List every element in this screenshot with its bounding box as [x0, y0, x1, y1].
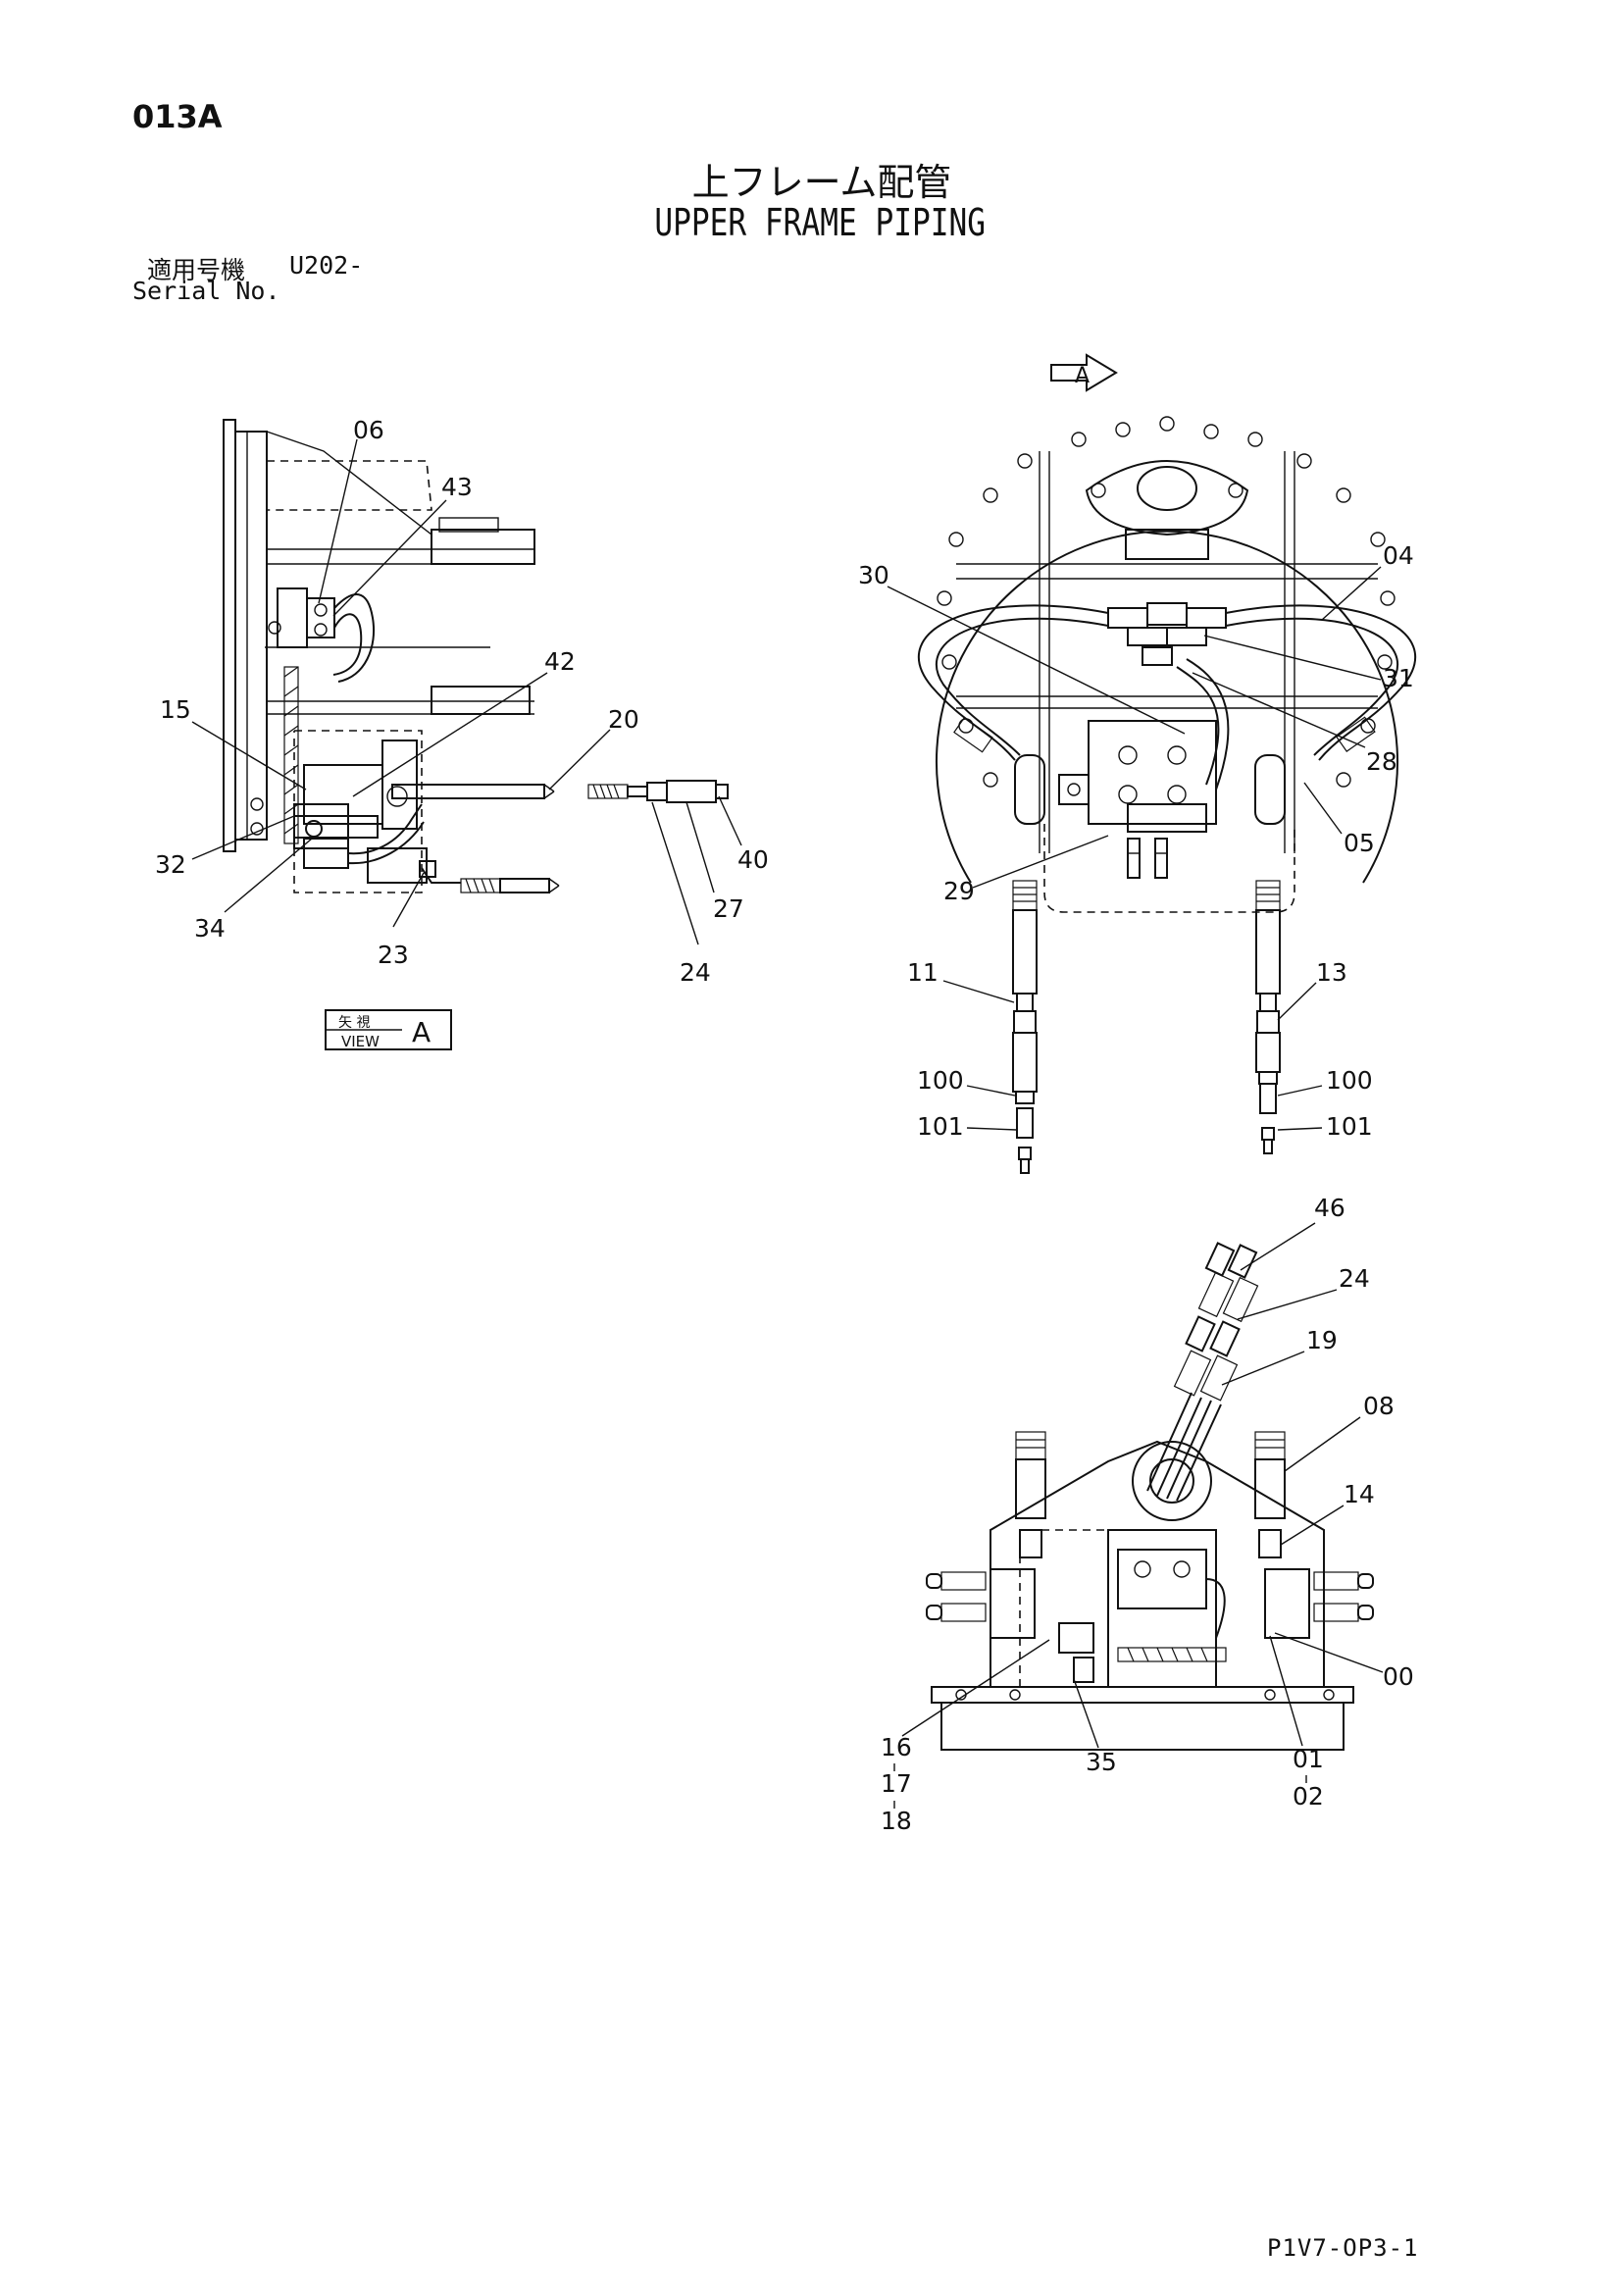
callout-101-right: 101: [1326, 1112, 1373, 1141]
callout-19: 19: [1306, 1326, 1338, 1354]
callout-42: 42: [544, 647, 576, 676]
callout-100-right: 100: [1326, 1066, 1373, 1095]
view-a-label: [325, 1009, 452, 1050]
callout-101-left: 101: [917, 1112, 964, 1141]
callout-18: 18: [881, 1807, 912, 1835]
callout-27: 27: [713, 894, 744, 923]
callout-24-b: 24: [1339, 1264, 1370, 1293]
callout-00: 00: [1383, 1662, 1414, 1691]
title-japanese: 上フレーム配管: [691, 161, 952, 204]
serial-label-english: Serial No.: [132, 277, 280, 305]
front-view: [926, 1242, 1374, 1751]
callout-01: 01: [1293, 1745, 1324, 1773]
footer-code: P1V7-OP3-1: [1267, 2234, 1419, 2262]
callout-13: 13: [1316, 958, 1347, 987]
callout-06: 06: [353, 416, 384, 444]
callout-100-left: 100: [917, 1066, 964, 1095]
serial-value: U202-: [289, 251, 364, 280]
callout-34: 34: [194, 914, 226, 943]
callout-20: 20: [608, 705, 639, 734]
callout-32: 32: [155, 850, 186, 879]
top-view-leaders: [887, 566, 1382, 1131]
callout-30: 30: [858, 561, 889, 589]
callout-04: 04: [1383, 541, 1414, 570]
serial-label-japanese: 適用号機: [147, 256, 246, 284]
front-view-leaders: [901, 1222, 1384, 1749]
callout-43: 43: [441, 473, 473, 501]
hose-assembly-left: [1012, 880, 1038, 1174]
callout-08: 08: [1363, 1392, 1395, 1420]
view-box-jp: 矢 視: [338, 1015, 370, 1031]
view-box-letter: A: [412, 1016, 431, 1048]
hose-assembly-right: [1255, 880, 1281, 1154]
callout-02: 02: [1293, 1782, 1324, 1811]
callout-05: 05: [1344, 829, 1375, 857]
callout-15: 15: [160, 695, 191, 724]
callout-23: 23: [378, 941, 409, 969]
callout-11: 11: [907, 958, 939, 987]
top-view: [917, 353, 1417, 913]
callout-14: 14: [1344, 1480, 1375, 1508]
view-arrow-letter: A: [1075, 364, 1090, 388]
callout-labels: 06 43 42 15 20 32 34 23 40 27 24 30 04 3…: [155, 364, 1414, 1835]
callout-17: 17: [881, 1769, 912, 1798]
callout-31: 31: [1383, 664, 1414, 692]
callout-46: 46: [1314, 1194, 1345, 1222]
side-view: [223, 419, 729, 893]
side-view-leaders: [191, 438, 742, 945]
callout-28: 28: [1366, 747, 1397, 776]
callout-24: 24: [680, 958, 711, 987]
callout-35: 35: [1086, 1748, 1117, 1776]
view-box-en: VIEW: [341, 1033, 380, 1050]
callout-40: 40: [737, 845, 769, 874]
callout-16: 16: [881, 1733, 912, 1761]
title-english: UPPER FRAME PIPING: [654, 201, 987, 244]
callout-29: 29: [943, 877, 975, 905]
page-code: 013A: [132, 98, 223, 135]
